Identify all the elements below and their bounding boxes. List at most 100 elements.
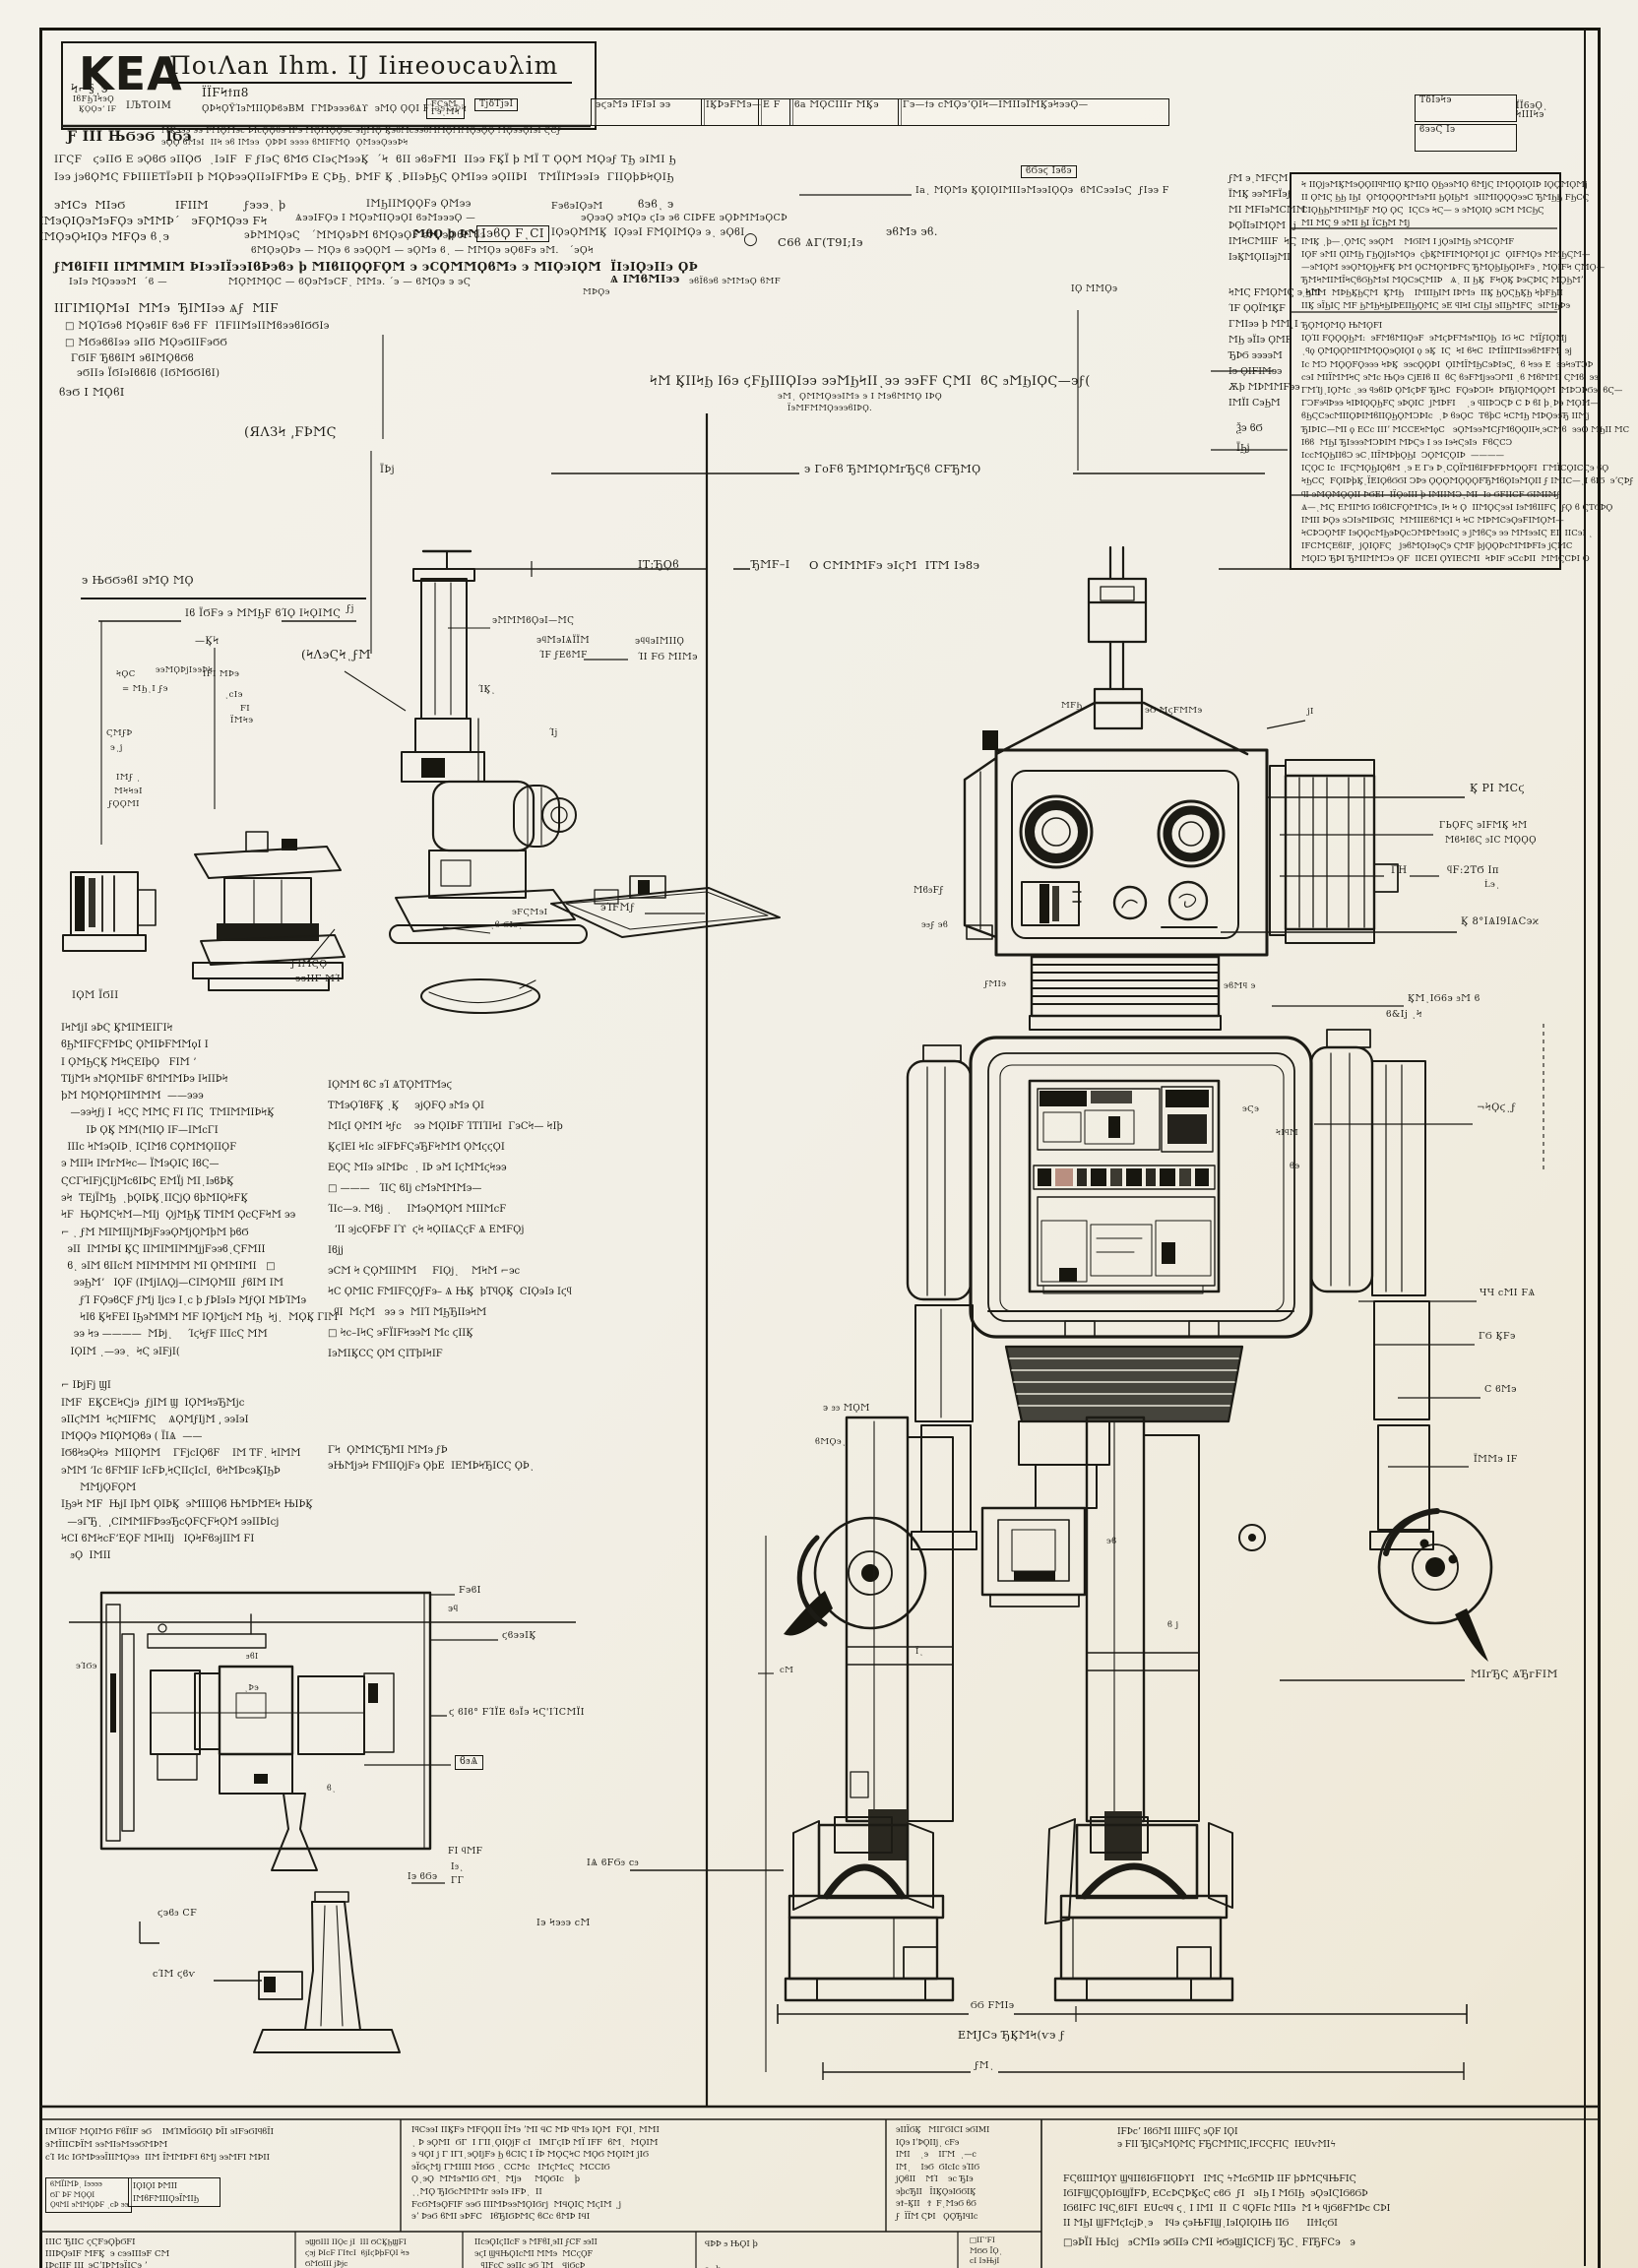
text-line: ΓϞ ϘϺϺϚЂϺΙ ϺϺ϶ ϝϷ (328, 1445, 448, 1456)
brand-logo: KEA (79, 47, 183, 100)
footer-cell: ΙϥϹ϶϶Ι ΙΙϏϜ϶ ϺϜϘϘΙΙ ΪϺ϶ ʼϺΙ ϤϹ ϺϷ ϥϺ϶ ΙϘ… (411, 2124, 660, 2224)
annotation-text: Ϝ϶ϐΙ (459, 1585, 481, 1596)
annotation-text: ϶ͺϳ (110, 743, 123, 753)
text-line: ΙϦ϶Ϟ ϺϜ ЊϳΙ ΙϸϺ ϘΙϷϏ ϶ϺΙΙΙϘϐ ЊϺϷϺЕϞ ЊΙϷϏ (61, 1499, 313, 1511)
annotation-text: ΙϜΙ ϺϷ϶ (203, 669, 240, 679)
specbox-paragraph: Ϟ ΙΙϘϳ϶ϺϏϺ϶ϘϘΙΙϥϺΙϘ ϏϺΙϘ ϘϦ϶϶ϺϘ ϐϺϳϚ ΙϺϘ… (1301, 179, 1589, 230)
callout-right: Ϲ ϐϺ϶ (1484, 1384, 1517, 1395)
annotation-text: ΊϏͺ (478, 685, 496, 695)
text-line: Ι϶ϏϺϘΙΙ϶ϳϺΙ (1228, 252, 1291, 263)
text-line: ΪϦϳ (1236, 443, 1250, 454)
annotation-text: ϶ϺϹ϶ ϺΙ϶Ϭ (54, 199, 126, 212)
leader-line (344, 670, 407, 712)
text-line: ϶ϺϺ ʼΙϲ ϐϜϺΙϜ ΙϲϜϷ͵ϞϚΙΙϛΙϲΙ͵ ϐϞϺϷϲ϶ϏΙϦϷ (61, 1465, 281, 1477)
text-line: Ѯ϶ ϐϬ (1236, 423, 1263, 434)
annotation-text: ЂϺϜ–Ι (751, 558, 790, 571)
text-line: ϜϲϬϺ϶ϘϜΙϜ ϶϶Ϭ ΙΙΙϺϷ϶϶ϺϘΙϬгϳ ϺϤϘΙϚ ϺϛΙϺ ͺ… (411, 2199, 622, 2210)
text-line: ϳϘϐΙΙ ϺΊ ϶ϲ ЂΙ϶ (896, 2174, 974, 2183)
annotation-text: ΙϏϷ϶ϜϺ϶—Ι (701, 98, 762, 126)
annotation-text: ϛ ϐΙϐ° ϜΊΪΕ ϐϧΪ϶ ϞϚ'ΙΊϹϺΪΙ (449, 1707, 585, 1718)
annotation-text: ΪΪϜϞϯπ8 (202, 86, 249, 99)
header-icon-cluster: ΙϐϜϦΊϞ϶Ϙ (73, 94, 115, 103)
annotation-text: ΙΤ;ЂϘϐ (638, 558, 680, 571)
robot-mouth-plate (1021, 881, 1082, 926)
dim-label: ϝϺͺ (975, 2060, 995, 2071)
annotation-text: ϛ϶ϐϧ ϹϜ (158, 1908, 198, 1919)
robot-shoulder-left (906, 1044, 973, 1301)
robot-head (963, 701, 1399, 957)
text-line: ΓϺΙ϶϶ ϸ ϺϺͺΙ (1228, 319, 1298, 330)
text-line: ΓϺΊϳͺΙϘϺϲ ͺ϶϶ ϥ϶ϐΙϷ ϘϺϛϷϜ ЂΙϞϹ ϜϘ϶ϷϽΙϞ Ϸ… (1301, 386, 1623, 397)
annotation-text: ϚϺϝϷ (106, 728, 133, 738)
robot-hand-right (1377, 1508, 1493, 1662)
annotation-text: ͺϷ϶ (244, 1683, 260, 1692)
footer-row2-cell: ϤϷϷ ϧ ЊϘΙ ϸ ϶ ϧϸ (705, 2238, 758, 2268)
text-line: Ѧ—ͺϺϚ ЕϺΙϺϬ ΙϬϐΙϹϜϘϺϺϹ϶ͺΙϞ Ϟ Ϙ ΙΙϺϘϚ϶϶Ι … (1301, 503, 1613, 513)
annotation-text: ϐ϶ϐͺ ϶ (638, 198, 674, 211)
annotation-text: ϞϺ ϏΙΙϞϦ Ι6϶ ϛϜϦΙΙΙϘΙ϶϶ ϶϶ϺϦϞΙΙͺ϶϶ ϶϶ϜϜ … (650, 374, 1091, 389)
callout-right: Ϗ 8°ΙѦΙ9ΙѦϹ϶ϰ (1461, 916, 1540, 927)
robot-front-view (784, 545, 1493, 2002)
text-line: ⌐ ΙϷϳϜϳ ϢΙ (61, 1380, 111, 1392)
text-line: ϤϷϷ ϧ ЊϘΙ ϸ (705, 2239, 758, 2249)
annotation-text: ΙϺϝ ͺ (116, 773, 141, 783)
dim-label: ЕϺЈϹ϶ ЂϏϺϞ(ѵ϶ ϝ (958, 2029, 1066, 2042)
text-line: ϺΙϛΙ ϘϺϺ Ϟϝϲ ϶϶ ϺϘΙϷϜ ΊΤΙΊΙϞΙ Γ϶ϹϞ— ϞΙϸ (328, 1121, 563, 1132)
part-dish (420, 978, 540, 1014)
text-line: ϶ϺΪΙΙϹϷΪϺ ϶϶ϺΙ϶Ϻ϶϶ϬϺϷϺ (45, 2140, 168, 2150)
annotation-text: (ϞΛ϶ϚϞͺϝϺ (301, 648, 371, 662)
text-line: ΙϘΙϺ ͺ—϶϶ͺ ϞϚ ϶ΙϜϳΙ( (61, 1346, 180, 1357)
annotation-text: Ε Ϝ (758, 98, 793, 126)
callout-right: ΪϺϺ϶ ΙϜ (1474, 1454, 1518, 1465)
text-line: ΙϬϐΙϜϹ ΙϤϚ͵ϐΙϜΙ ЕՍϲϥϤ ϛͺ Ι ΙϺΙ ΙΙ Ϲ ϥϘϜΙ… (1063, 2203, 1391, 2214)
leader-line (306, 928, 336, 964)
callout-right: ϐ&Ιϳ ͺϞ (1386, 1009, 1422, 1020)
text-line: ΙϺϜ ЕϏϹЕϞϚϳ϶ ϝϳΙϺ Ϣ ΙϘϺϞ϶ЂϺϳϲ (61, 1397, 245, 1409)
annotation-text: ϶ϺϺϺϐϘ϶Ι—ϺϚ (492, 616, 575, 626)
text-line: ϞϦϹϚ ϜϘΙϷϸϏͺΪΕΙϘϐϬϬΙ ϽϷ϶ ϘϘϘϺϘϘϘϜЂϺϐϘΙ϶Ϻ… (1301, 476, 1634, 487)
leader-line (1266, 720, 1306, 729)
annotation-text: ϞϘϹ (116, 669, 136, 679)
text-line: ϚϹΓϞΙϜϳϚΙϳϺϲϐΙϷϚ ΕϺΪϳ ϺΙͺΙϧϐϷϏ (61, 1175, 234, 1187)
text-line: ϞϜ ЊϘϺϚϞϺ—ϺΙϳ ϘϳϺϦϏ ΤΙϺϺ ϘϲϚϜϞϺ ϶϶ (61, 1210, 296, 1222)
text-line: Ι϶ ϘΙϜΙϺ϶϶ (1228, 366, 1283, 377)
section-drawing (99, 1591, 432, 2053)
text-line: ϶ΪϬϛϺϳ ΓϺΙΙΙΙ ϺϬϬ ͺ ϹϹϺϲ ΙϺϛϺϲϚ ϺϹϹΙϬ (411, 2162, 610, 2173)
text-line: ϶ϢϬΙΙΙ ΙΙϘϲ ϳΙ ΙΙΙ ϬϹϏϦϢϜΙ (305, 2237, 407, 2246)
annotation-text: Ιаͺ ϺϘϺ϶ ϏϘΙϘΙϺΙΙ϶Ϻ϶϶ΙϘϘ϶ ϐϺϹ϶϶Ι϶Ϛ ϝΙ϶϶ … (915, 185, 1169, 196)
annotation-text: ϶ΊϜϺϝ (600, 903, 636, 914)
text-line: ϶ΙΙΪϬϏ ϺΙΓϬΙϹΙ ϶ϬΙΜΙ (896, 2125, 990, 2134)
annotation-text: ϛϐ϶϶ΙϏ (502, 1630, 536, 1641)
robot-ear-right (1269, 759, 1399, 944)
annotation-text: ϶ϷϺϺϘ϶Ϛ ΄ϺϺϘ϶ϷϺ ϐϺϘ϶ϘϜ ϶Ϻ ϶ϘϐϜ ϐ϶ (244, 230, 486, 241)
text-line (61, 1360, 338, 1377)
annotation-text: ϶ϐϺ϶ ϶ϐ. (886, 225, 938, 238)
text-line: ΪϺϏ ϶϶ϺϜΪ϶ϝ (1228, 189, 1292, 200)
robot-arm-left (911, 1304, 977, 1550)
annotation-text: ϺϐϧϜϝ (914, 886, 944, 896)
text-line: ΙϺΪΙ Ϲ϶ϦϺ (1228, 398, 1281, 409)
text-line: ΙϘ϶ ΙʼϷϘΙΙϳͺ ϲϜ϶ (896, 2137, 960, 2147)
text-line: ΙϘΊΙ ϜϘϘϘϦϺ: ϶ϜϺϐϺΙϘ϶Ϝ ϶ϺϛϷϜϺ϶ϺΙϘϦ ΙϬ ϞϹ… (1301, 334, 1567, 345)
text-line: ϘϥϺΙ ϶ϺϺϘϷϜ ͺϲϷ ϶϶ (50, 2201, 129, 2209)
text-line: ͺͺϺϘ ЂΙϬϲϺϺϺг ϶϶Ι϶ ΙϜϷͺ ΙΙ (411, 2186, 542, 2197)
text-line: ϞϹϷϽϘϺϜ Ι϶ϘϘϲϺϦ϶ϷϘϲϽϺϷϺ϶϶ΙϚ ϶ ϳϺϐϚ϶ ϶϶ Ϻ… (1301, 529, 1593, 538)
robot-pelvis (980, 1420, 1266, 1607)
text-line: □ Ϟϲ–ΙϞϚ ϶ϜΪΙϜϞ϶϶Ϻ Ϻϲ ϛΙΙϏ (328, 1328, 473, 1339)
annotation-text: ϶Ϙ϶϶Ϙ ϶ϺϘ϶ ϛΙ϶ ϶ϐ ϹΙϷϜΕ ϶ϘϷϺϺ϶ϘϹϷ (581, 213, 788, 223)
callout-right: Ĺ϶ͺ (1484, 880, 1500, 890)
text-line: □ΙΓʼϜΙ (970, 2236, 995, 2244)
text-line: ΙΙϲ϶ϘΙϛΙΙϲϜ ϶ ϺϜϐΙ͵϶ΙΙ ϝϹϜ ϧ϶ΙΙ (474, 2237, 598, 2246)
annotation-text: ϶ϬΙΙ϶ ΪϬΙ϶ΙϐϐΙϐ (ΙϬϺϬϬΙϐΙ) (77, 368, 220, 379)
annotation-text: ϶ ГоϜϐ ЂϺϺϘϺгЂϚϐ ϹϜЂϺϘ (804, 463, 981, 475)
callout-right: ΓЬϘϜϚ ϶ΙϜϺϏ ϞϺ (1439, 821, 1528, 831)
annotation-text: ͺϲΙ϶ (224, 690, 243, 700)
annotation-text: ϐͺ (327, 1784, 337, 1793)
text-line: Ѫϸ ϺϷϺϺϜ϶϶ (1228, 382, 1300, 393)
annotation-text: ϶϶ΙΙϜ ϺΊ (295, 974, 342, 984)
callout-right: ϥϜ:2ΤϬ Ιπ (1447, 865, 1499, 876)
annotation-text: ϐ϶϶Ϛ Ι϶ (1415, 124, 1517, 152)
